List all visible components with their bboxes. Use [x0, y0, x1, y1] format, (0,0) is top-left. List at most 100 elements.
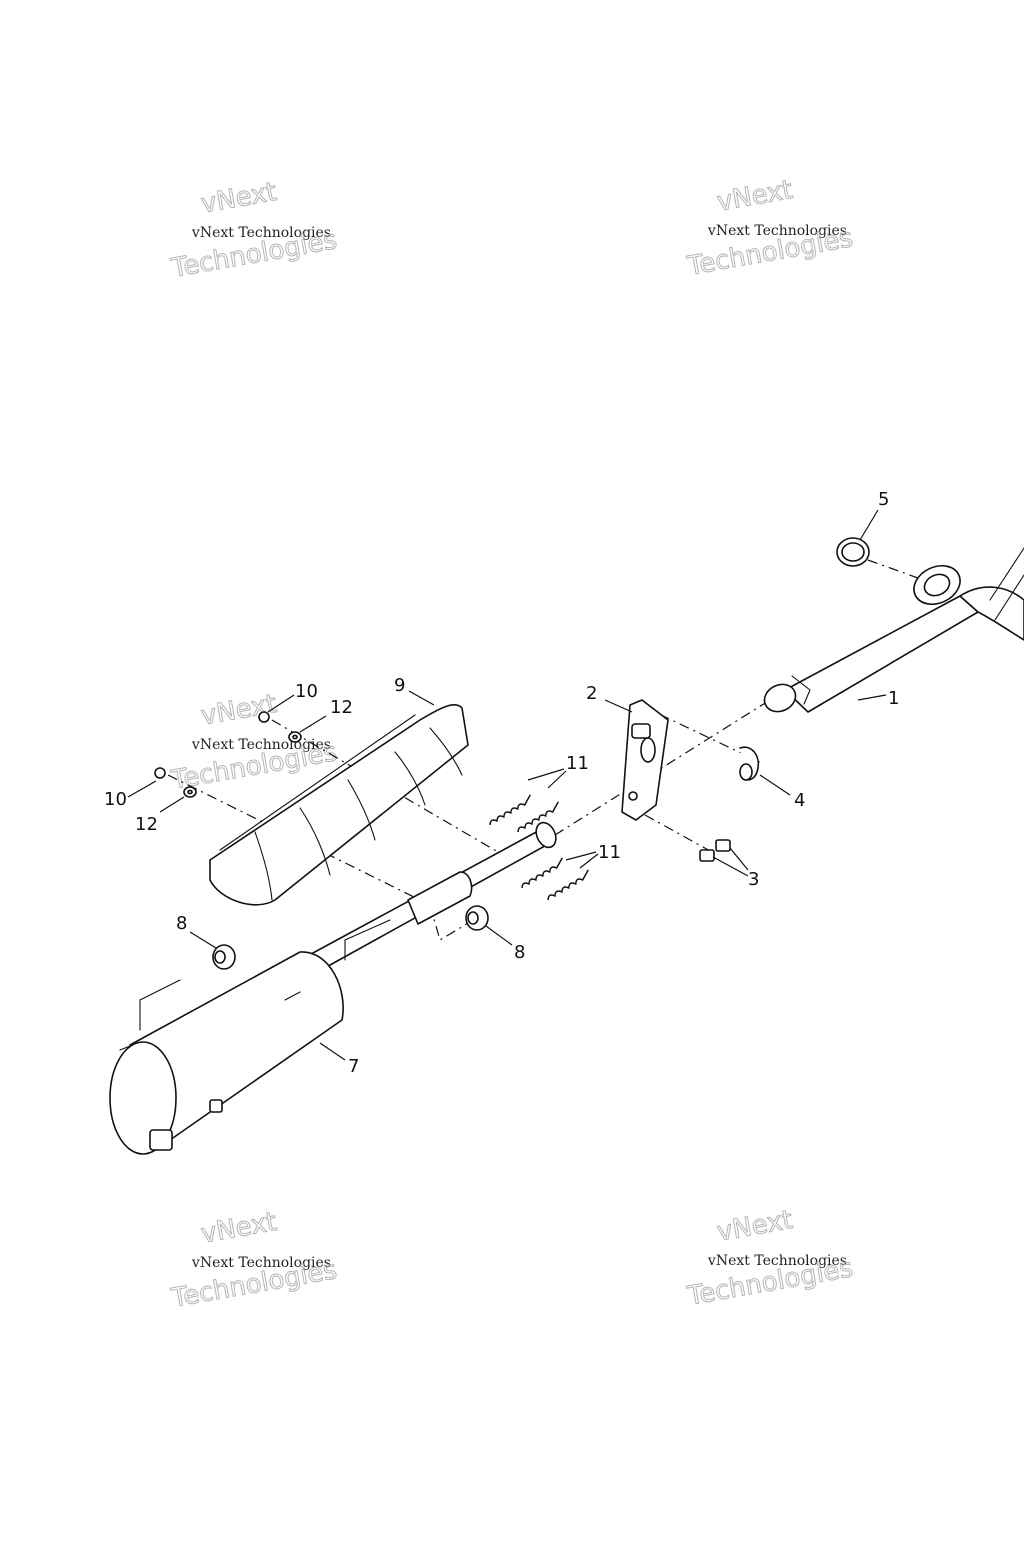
watermark-text: vNext Technologies: [191, 225, 331, 241]
leader-3b: [729, 847, 749, 871]
screw-lower: [154, 767, 166, 779]
leader-2: [604, 699, 633, 713]
callout-12-upper: 12: [330, 697, 353, 718]
heat-shield-edge: [219, 714, 416, 851]
spring-2: [517, 801, 559, 833]
bracket-hole: [628, 791, 638, 801]
header-pipe-bracket: [989, 547, 1024, 621]
spring-coil: [547, 869, 589, 901]
callout-12-lower: 12: [135, 814, 158, 835]
center-line-bolts: [644, 814, 713, 853]
muffler-cap-edge: [119, 1045, 131, 1051]
center-line-shield-lower: [167, 774, 431, 906]
callout-10-upper: 10: [295, 681, 318, 702]
screw-head: [258, 711, 270, 723]
watermark-vnext: vNext: [715, 1205, 795, 1248]
muffler-canister: [129, 951, 344, 1141]
callout-3: 3: [748, 869, 759, 890]
watermark-middle-left: vNext vNext Technologies Technologies: [168, 688, 340, 796]
spring-3: [521, 857, 563, 889]
bolt-b: [715, 839, 731, 852]
spring-coil: [521, 857, 563, 889]
assembly-center-lines: [167, 559, 919, 941]
muffler-hangers: [139, 919, 391, 1031]
leader-11a-1: [527, 768, 565, 781]
watermark-top-right: vNext vNext Technologies Technologies: [684, 174, 856, 282]
leader-3a: [712, 856, 749, 877]
mounting-bracket: [621, 699, 669, 821]
screw-upper: [258, 711, 270, 723]
center-line-tailpipe: [554, 699, 771, 836]
leader-8a: [189, 931, 217, 949]
watermark-vnext: vNext: [715, 175, 795, 218]
leader-7: [319, 1042, 346, 1061]
leader-9: [408, 690, 435, 706]
callout-7: 7: [348, 1056, 359, 1077]
leader-11b-2: [579, 853, 599, 869]
center-line-gasket: [867, 559, 919, 579]
mount-hole: [214, 950, 226, 964]
watermark-vnext: vNext: [199, 689, 279, 732]
rubber-grommet: [739, 746, 760, 781]
muffler: [109, 821, 557, 1155]
muffler-pipe-sleeve: [407, 871, 473, 925]
leader-1: [857, 694, 887, 701]
muffler-inlet-flange: [535, 821, 557, 849]
bolt-a: [699, 849, 715, 862]
leader-11b-1: [565, 851, 597, 861]
bracket-nut: [631, 723, 651, 739]
heat-shield-rib-3: [347, 779, 376, 841]
heat-shield-rib-2: [299, 807, 331, 876]
grommet-end: [739, 763, 753, 781]
rubber-mount-right: [465, 905, 489, 931]
leader-12b: [159, 796, 185, 813]
spring-1: [489, 794, 531, 826]
callout-labels: 1 2 3 4 5 7 8 8 9 10 10 11 11 12 12: [104, 489, 899, 1077]
spring-4: [547, 869, 589, 901]
gasket-inner: [841, 542, 865, 562]
header-pipe-outlet: [763, 683, 797, 713]
callout-2: 2: [586, 683, 597, 704]
watermark-bottom-left: vNext vNext Technologies Technologies: [168, 1206, 340, 1314]
header-pipe: [763, 547, 1024, 713]
leader-lines: [127, 509, 887, 1061]
spring-coil: [517, 801, 559, 833]
watermark-vnext: vNext: [199, 177, 279, 220]
callout-4: 4: [794, 790, 805, 811]
muffler-stub: [284, 991, 301, 1001]
callout-11-upper: 11: [566, 753, 589, 774]
callout-1: 1: [888, 688, 899, 709]
heat-shield-rib-4: [394, 751, 426, 806]
mount-hole: [467, 911, 479, 925]
heat-shield: [209, 704, 469, 906]
callout-11-lower: 11: [598, 842, 621, 863]
spring-coil: [489, 794, 531, 826]
washer-hole: [292, 734, 298, 740]
watermark-text: vNext Technologies: [191, 1255, 331, 1271]
watermark-text: vNext Technologies: [707, 223, 847, 239]
watermark-bottom-right: vNext vNext Technologies Technologies: [684, 1204, 856, 1312]
callout-8-left: 8: [176, 913, 187, 934]
callout-9: 9: [394, 675, 405, 696]
heat-shield-rib-1: [254, 831, 273, 901]
washer-hole: [187, 789, 193, 795]
leader-4: [759, 774, 791, 796]
washer-upper: [288, 731, 302, 743]
washer-lower: [183, 786, 197, 798]
bracket-slot: [640, 737, 656, 763]
callout-10-lower: 10: [104, 789, 127, 810]
bolt-head: [699, 849, 715, 862]
muffler-end-cap: [109, 1041, 177, 1155]
header-pipe-clamp: [791, 675, 811, 705]
watermark-vnext: vNext: [199, 1207, 279, 1250]
watermark-text: vNext Technologies: [707, 1253, 847, 1269]
leader-8b: [485, 925, 513, 946]
gasket-ring: [836, 537, 870, 567]
leader-11a-2: [547, 770, 567, 789]
leader-5: [859, 509, 879, 541]
callout-8-right: 8: [514, 942, 525, 963]
watermark-top-left: vNext vNext Technologies Technologies: [168, 176, 340, 284]
header-flange-hole: [923, 573, 951, 597]
